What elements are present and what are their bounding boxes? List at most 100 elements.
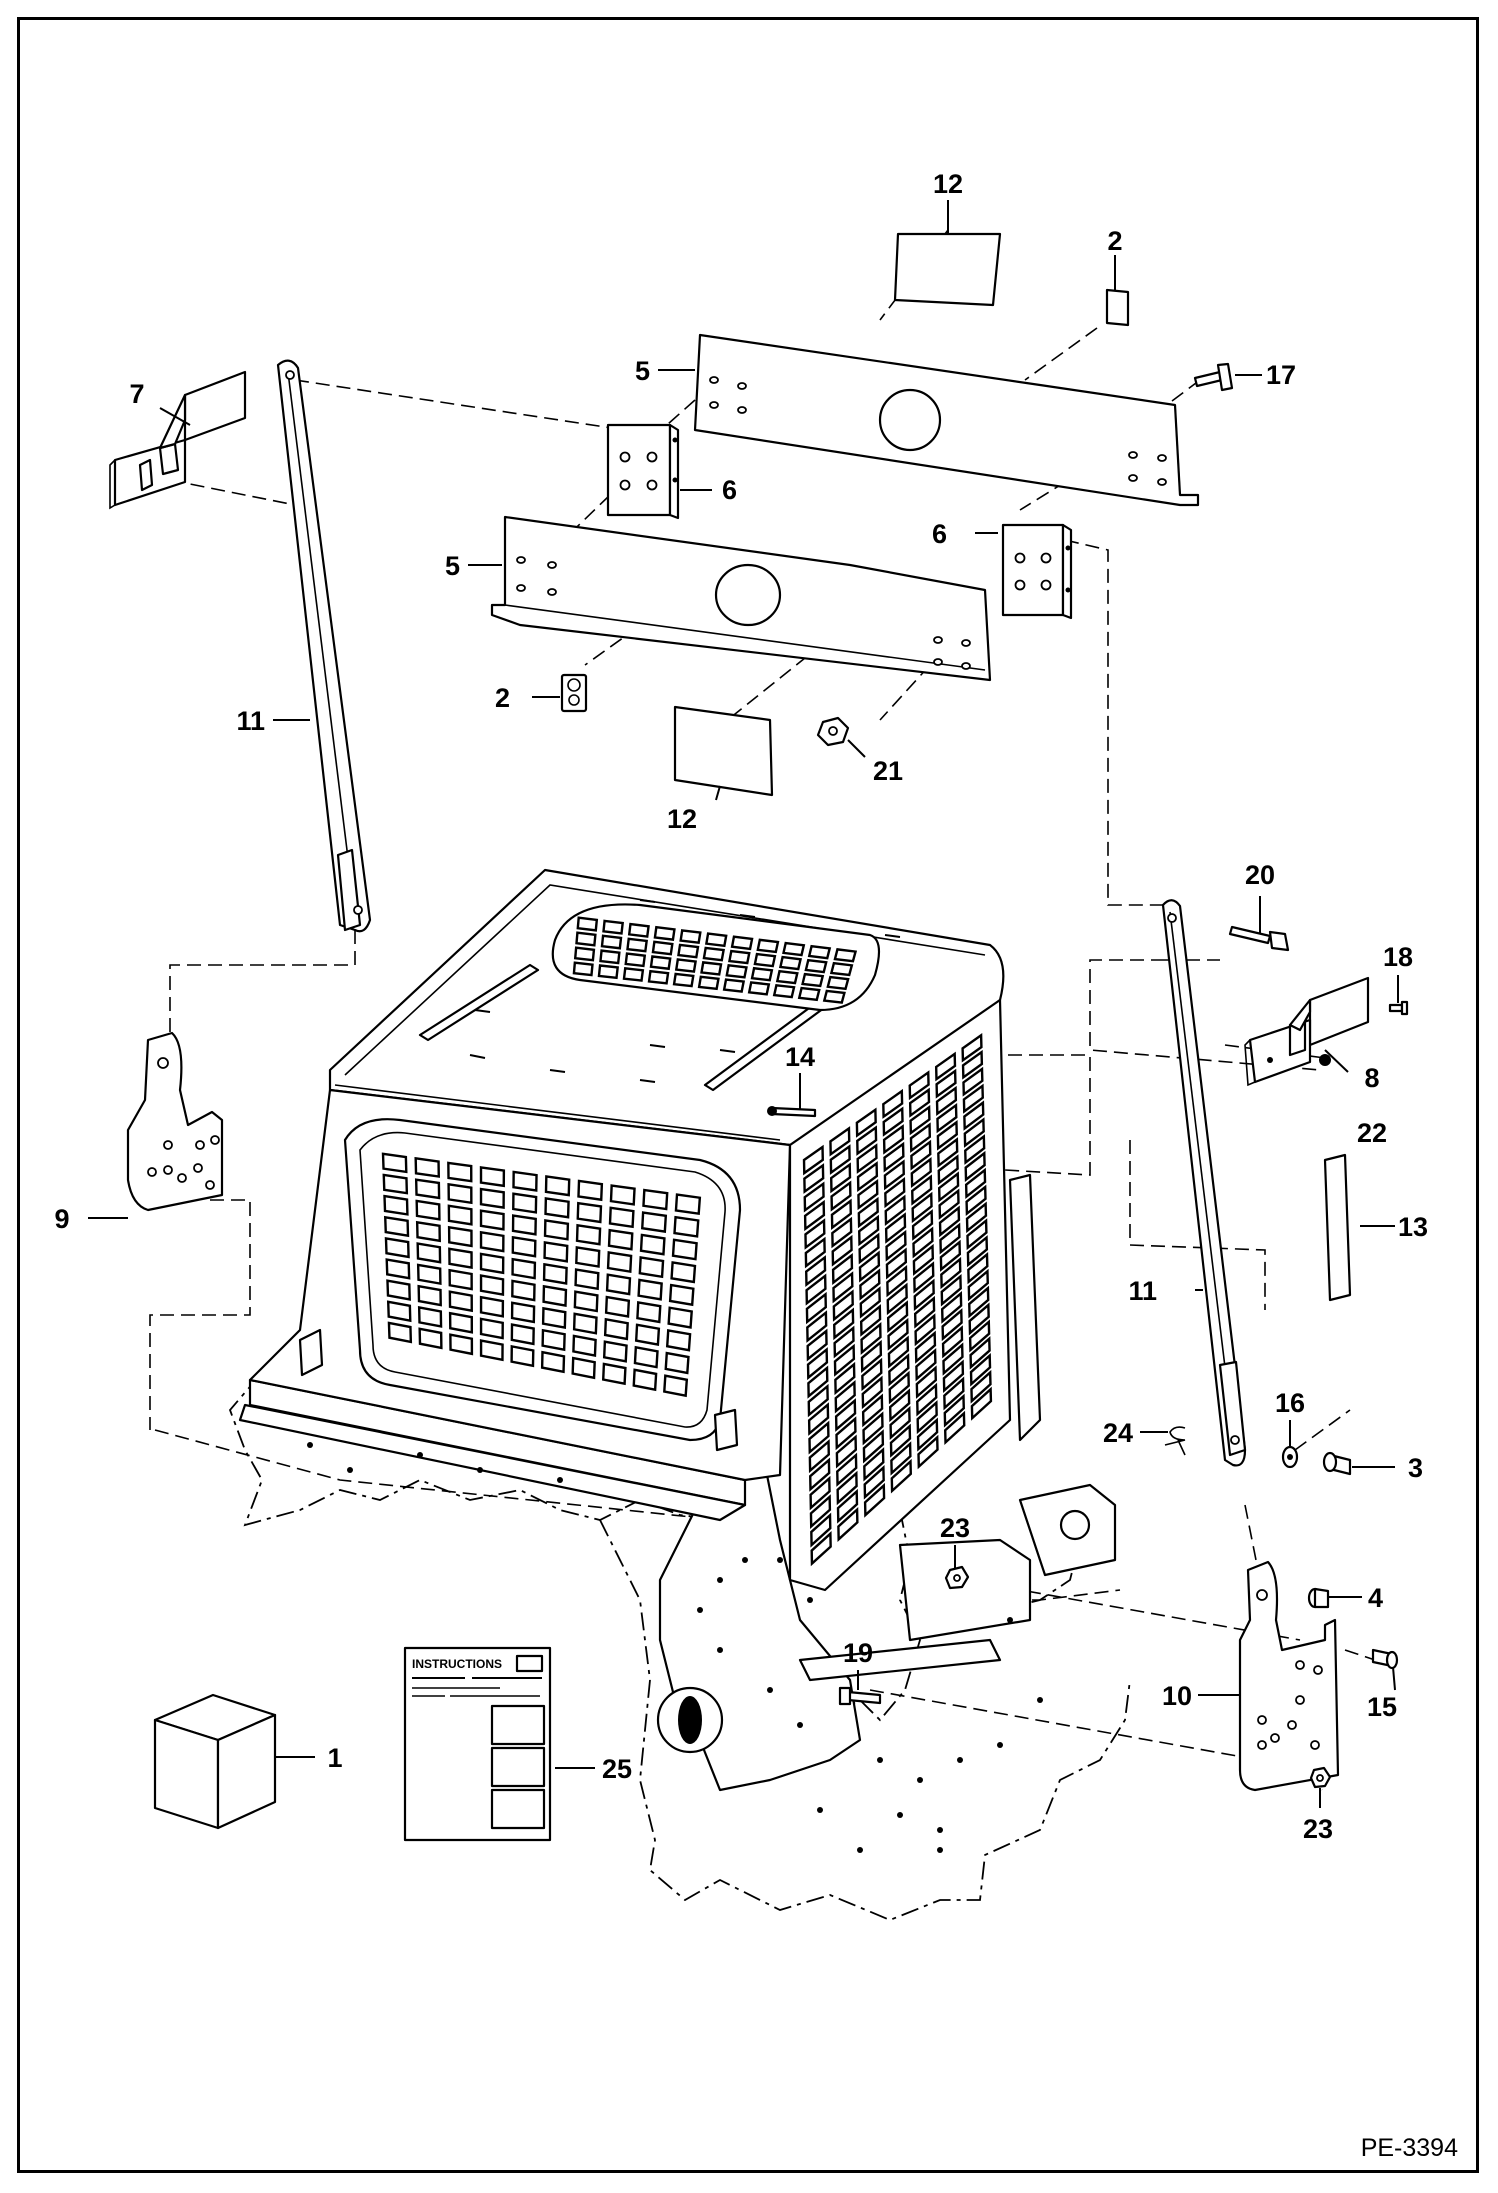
operator-cab [248,868,1042,1592]
front-mesh-cell [633,1345,659,1369]
side-mesh-cell [969,1353,992,1387]
roof-mesh-cell [624,952,647,968]
side-mesh-cell [938,1205,961,1238]
part-5-lower-bar [490,515,992,682]
side-mesh-cell [886,1300,909,1333]
side-mesh-cell [831,1234,853,1267]
roof-mesh-cell [730,935,754,951]
part-13-decal [1323,1153,1352,1302]
side-mesh-cell [963,1117,985,1148]
side-mesh-cell [887,1335,910,1369]
front-mesh-cell [573,1290,599,1313]
roof-mesh-cell [576,916,599,932]
part-12-lower-decal [673,705,774,797]
side-mesh-cell [968,1319,991,1353]
side-mesh-cell [809,1475,831,1511]
front-mesh-cell [634,1323,661,1346]
roof-mesh-cell [829,961,854,977]
front-mesh-cell [543,1240,569,1263]
side-mesh-cell [915,1348,937,1382]
side-mesh-cell [966,1235,989,1268]
side-mesh-cell [964,1134,986,1165]
roof-mesh-cell [778,955,803,971]
callout-5-lower: 5 [445,551,460,581]
roof-mesh-cell [807,944,832,960]
side-mesh-cell [943,1410,966,1445]
side-mesh-cell [965,1201,988,1234]
part-24-pin [1164,1426,1186,1456]
side-mesh-cell [938,1188,960,1220]
front-mesh-cell [663,1374,689,1398]
side-mesh-cell [863,1465,885,1500]
front-mesh-cell [479,1252,505,1275]
side-mesh-cell [965,1184,987,1217]
side-mesh-cell [861,1375,883,1410]
part-20-bolt [1228,925,1290,952]
roof-mesh-cell [782,941,806,957]
front-mesh-cell [668,1283,695,1307]
side-mesh-cell [935,1068,957,1099]
roof-mesh-cell [672,972,695,988]
roof-mesh-cell [600,934,623,950]
side-mesh-cell [887,1317,909,1351]
side-mesh-cell [961,1033,983,1063]
front-mesh-cell [602,1340,628,1363]
front-mesh-cell [665,1328,692,1352]
front-mesh-cell [447,1161,473,1183]
roof-mesh-cell [775,969,799,985]
side-mesh-cell [968,1302,990,1336]
side-mesh-cell [962,1083,984,1114]
roof-mesh-cell [833,948,858,963]
side-mesh-cell [862,1429,885,1464]
side-mesh-cell [861,1393,884,1428]
side-mesh-cell [807,1365,829,1399]
side-mesh-cell [890,1458,913,1494]
side-mesh-cell [935,1085,958,1116]
side-mesh-cell [834,1380,856,1414]
front-mesh-cell [642,1188,669,1211]
front-mesh-cell [543,1219,570,1241]
front-mesh-cell [415,1199,441,1221]
roof-mesh-cell [756,938,780,954]
side-mesh-cell [830,1198,852,1230]
side-mesh-cell [940,1256,962,1290]
front-mesh-cell [606,1251,633,1274]
roof-mesh-cell [797,986,821,1002]
side-mesh-cell [884,1194,906,1226]
front-mesh-cell [386,1279,411,1301]
roof-mesh-cell [653,925,676,941]
part-23-upper-nut [944,1565,970,1590]
front-mesh-cell [479,1317,504,1340]
front-mesh-cell [664,1351,690,1375]
side-mesh-cell [941,1325,964,1359]
side-mesh-cell [835,1416,857,1451]
side-mesh-cell [806,1347,829,1381]
side-mesh-cell [916,1400,938,1435]
callout-11-right: 11 [1128,1276,1157,1306]
roof-mesh-cell [599,949,621,965]
side-mesh-cell [970,1386,993,1421]
side-mesh-cell [882,1106,904,1137]
roof-mesh-cell [647,969,670,985]
roof-mesh-cell [651,940,674,956]
side-mesh-cell [829,1144,851,1175]
roof-mesh-cell [750,966,774,982]
roof-mesh-cell [772,983,796,999]
side-mesh-cell [884,1176,906,1209]
front-mesh-cell [418,1327,443,1350]
front-mesh-cell [574,1268,600,1291]
roof-mesh-cell [677,943,700,959]
callout-13: 13 [1398,1212,1428,1242]
side-mesh-cell [809,1494,832,1529]
side-mesh-cell [859,1268,881,1301]
front-mesh-cell [511,1214,537,1236]
roof-mesh-cell [804,958,828,974]
callout-1: 1 [327,1743,342,1773]
side-mesh-cell [934,1051,957,1082]
side-mesh-cell [810,1512,832,1548]
side-mesh-cell [908,1087,931,1118]
side-mesh-cell [937,1171,960,1203]
callout-22: 22 [1357,1118,1387,1148]
side-mesh-cell [939,1222,961,1255]
